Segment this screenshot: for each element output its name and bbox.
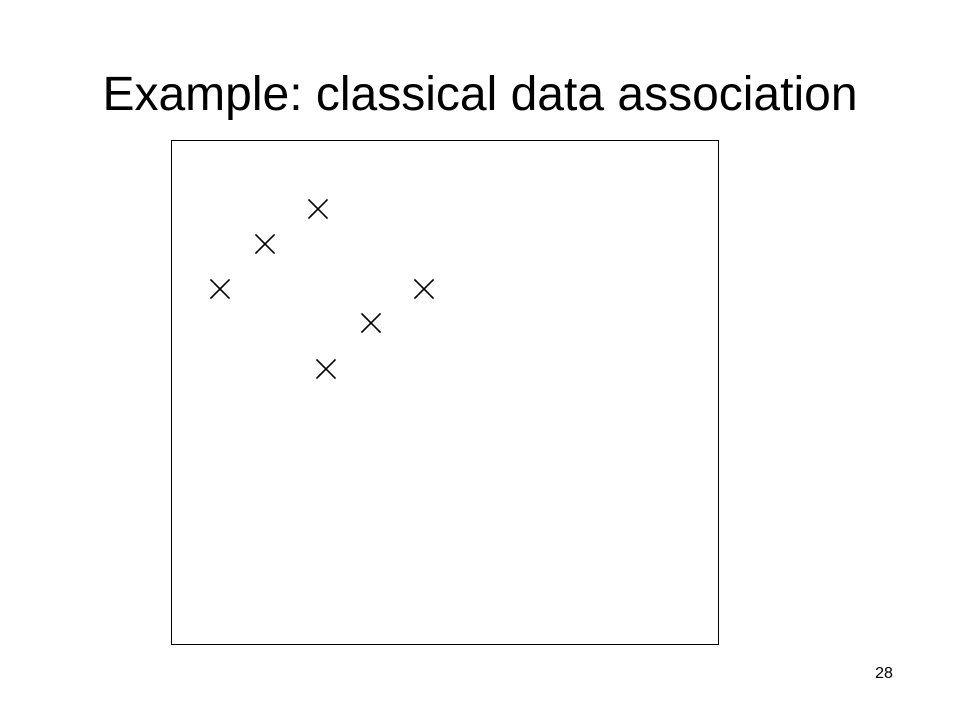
measurement-marker (413, 278, 435, 300)
measurement-marker (315, 358, 337, 380)
measurement-marker (209, 278, 231, 300)
measurement-marker (307, 198, 329, 220)
slide-title: Example: classical data association (102, 68, 858, 121)
measurement-plot (209, 198, 435, 380)
measurement-marker (254, 233, 276, 255)
page-number: 28 (875, 665, 893, 682)
measurement-marker (360, 312, 382, 334)
measurement-plot-frame (171, 140, 719, 645)
